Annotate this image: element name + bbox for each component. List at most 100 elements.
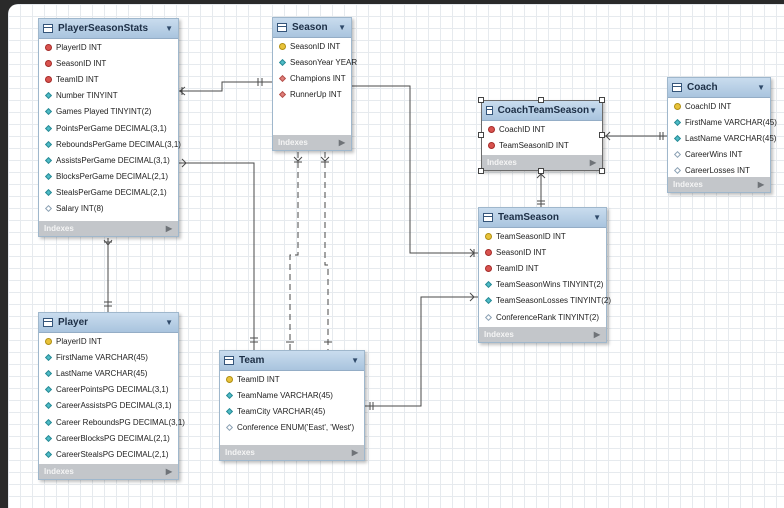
- column-row[interactable]: TeamID INT: [220, 371, 364, 387]
- foreign-key-column-icon: [278, 74, 287, 83]
- collapse-arrow-icon[interactable]: ▼: [351, 356, 359, 365]
- column-label: Career ReboundsPG DECIMAL(3,1): [56, 417, 185, 427]
- column-row[interactable]: TeamSeasonWins TINYINT(2): [479, 277, 606, 293]
- column-row[interactable]: StealsPerGame DECIMAL(2,1): [39, 185, 178, 201]
- table-icon: [483, 213, 493, 222]
- column-row[interactable]: TeamSeasonID INT: [479, 228, 606, 244]
- column-label: TeamID INT: [496, 263, 539, 273]
- column-row[interactable]: Salary INT(8): [39, 201, 178, 217]
- resize-handle[interactable]: [478, 132, 484, 138]
- table-header[interactable]: Coach ▼: [668, 78, 770, 98]
- indexes-section[interactable]: Indexes▶: [668, 177, 770, 192]
- table-header[interactable]: Team▼: [220, 351, 364, 371]
- column-row[interactable]: TeamName VARCHAR(45): [220, 387, 364, 403]
- indexes-section[interactable]: Indexes▶: [482, 155, 602, 170]
- collapse-arrow-icon[interactable]: ▼: [165, 24, 173, 33]
- column-row[interactable]: CareerAssistsPG DECIMAL(3,1): [39, 398, 178, 414]
- resize-handle[interactable]: [538, 168, 544, 174]
- column-row[interactable]: CareerLosses INT: [668, 163, 770, 179]
- column-row[interactable]: TeamCity VARCHAR(45): [220, 403, 364, 419]
- collapse-arrow-icon[interactable]: ▼: [593, 213, 601, 222]
- resize-handle[interactable]: [478, 97, 484, 103]
- expand-arrow-icon[interactable]: ▶: [338, 138, 345, 147]
- column-row[interactable]: BlocksPerGame DECIMAL(2,1): [39, 169, 178, 185]
- column-label: SeasonYear YEAR: [290, 57, 358, 67]
- column-row[interactable]: CareerWins INT: [668, 147, 770, 163]
- column-label: LastName VARCHAR(45): [56, 368, 148, 378]
- nullable-column-icon: [673, 151, 682, 159]
- collapse-arrow-icon[interactable]: ▼: [338, 23, 346, 32]
- column-label: FirstName VARCHAR(45): [685, 117, 777, 127]
- foreign-key-icon: [484, 248, 493, 256]
- table-header[interactable]: PlayerSeasonStats▼: [39, 19, 178, 39]
- resize-handle[interactable]: [478, 168, 484, 174]
- table-season[interactable]: Season▼ SeasonID INT SeasonYear YEAR Champ…: [272, 17, 357, 151]
- table-header[interactable]: Player▼: [39, 313, 178, 333]
- column-row[interactable]: SeasonID INT: [479, 244, 606, 260]
- column-label: ReboundsPerGame DECIMAL(3,1): [56, 139, 181, 149]
- column-icon: [673, 134, 682, 143]
- column-row[interactable]: SeasonYear YEAR: [273, 54, 357, 70]
- column-row[interactable]: FirstName VARCHAR(45): [668, 114, 777, 130]
- column-label: ConferenceRank TINYINT(2): [496, 312, 599, 322]
- resize-handle[interactable]: [599, 132, 605, 138]
- primary-key-icon: [225, 375, 234, 383]
- column-row[interactable]: CoachID INT: [668, 98, 770, 114]
- column-row[interactable]: SeasonID INT: [273, 38, 351, 54]
- collapse-arrow-icon[interactable]: ▼: [589, 106, 597, 115]
- expand-arrow-icon[interactable]: ▶: [757, 180, 764, 189]
- table-name: Coach: [687, 82, 718, 93]
- column-row[interactable]: LastName VARCHAR(45): [39, 365, 178, 381]
- column-label: Conference ENUM('East', 'West'): [237, 423, 355, 433]
- expand-arrow-icon[interactable]: ▶: [593, 330, 600, 339]
- column-row[interactable]: Games Played TINYINT(2): [39, 104, 178, 120]
- indexes-section[interactable]: Indexes▶: [479, 327, 606, 342]
- column-icon: [44, 402, 53, 410]
- expand-arrow-icon[interactable]: ▶: [589, 158, 596, 167]
- column-row[interactable]: CoachID INT: [482, 121, 602, 137]
- column-row[interactable]: SeasonID INT: [39, 55, 178, 71]
- column-row[interactable]: PointsPerGame DECIMAL(3,1): [39, 120, 178, 136]
- column-row[interactable]: ReboundsPerGame DECIMAL(3,1): [39, 136, 181, 152]
- column-row[interactable]: CareerPointsPG DECIMAL(3,1): [39, 382, 178, 398]
- column-row[interactable]: FirstName VARCHAR(45): [39, 349, 178, 365]
- resize-handle[interactable]: [599, 168, 605, 174]
- indexes-section[interactable]: Indexes▶: [39, 221, 178, 236]
- table-header[interactable]: Season▼: [273, 18, 351, 38]
- column-row[interactable]: CareerBlocksPG DECIMAL(2,1): [39, 430, 178, 446]
- column-row[interactable]: AssistsPerGame DECIMAL(3,1): [39, 152, 178, 168]
- column-row[interactable]: TeamID INT: [39, 71, 178, 87]
- indexes-section[interactable]: Indexes▶: [220, 445, 364, 460]
- collapse-arrow-icon[interactable]: ▼: [165, 318, 173, 327]
- expand-arrow-icon[interactable]: ▶: [165, 467, 172, 476]
- indexes-section[interactable]: Indexes▶: [39, 464, 178, 479]
- table-header[interactable]: TeamSeason▼: [479, 208, 606, 228]
- indexes-section[interactable]: Indexes▶: [273, 135, 351, 150]
- resize-handle[interactable]: [599, 97, 605, 103]
- column-row[interactable]: Conference ENUM('East', 'West'): [220, 420, 364, 436]
- resize-handle[interactable]: [538, 97, 544, 103]
- column-row[interactable]: PlayerID INT: [39, 39, 178, 55]
- column-row[interactable]: CareerStealsPG DECIMAL(2,1): [39, 446, 178, 462]
- column-row[interactable]: LastName VARCHAR(45): [668, 130, 776, 146]
- column-row[interactable]: TeamSeasonLosses TINYINT(2): [479, 293, 611, 309]
- column-row[interactable]: ConferenceRank TINYINT(2): [479, 309, 606, 325]
- expand-arrow-icon[interactable]: ▶: [165, 224, 172, 233]
- table-coach[interactable]: Coach ▼ CoachID INT FirstName VARCHAR(45) L…: [667, 77, 777, 193]
- column-row[interactable]: Number TINYINT: [39, 88, 178, 104]
- column-row[interactable]: Champions INT: [273, 70, 351, 86]
- column-row[interactable]: TeamID INT: [479, 260, 606, 276]
- column-row[interactable]: RunnerUp INT: [273, 87, 351, 103]
- column-label: CareerStealsPG DECIMAL(2,1): [56, 449, 169, 459]
- column-row[interactable]: Career ReboundsPG DECIMAL(3,1): [39, 414, 185, 430]
- collapse-arrow-icon[interactable]: ▼: [757, 83, 765, 92]
- column-row[interactable]: TeamSeasonID INT: [482, 137, 602, 153]
- expand-arrow-icon[interactable]: ▶: [351, 448, 358, 457]
- column-row[interactable]: PlayerID INT: [39, 333, 178, 349]
- table-header[interactable]: CoachTeamSeason▼: [482, 101, 602, 121]
